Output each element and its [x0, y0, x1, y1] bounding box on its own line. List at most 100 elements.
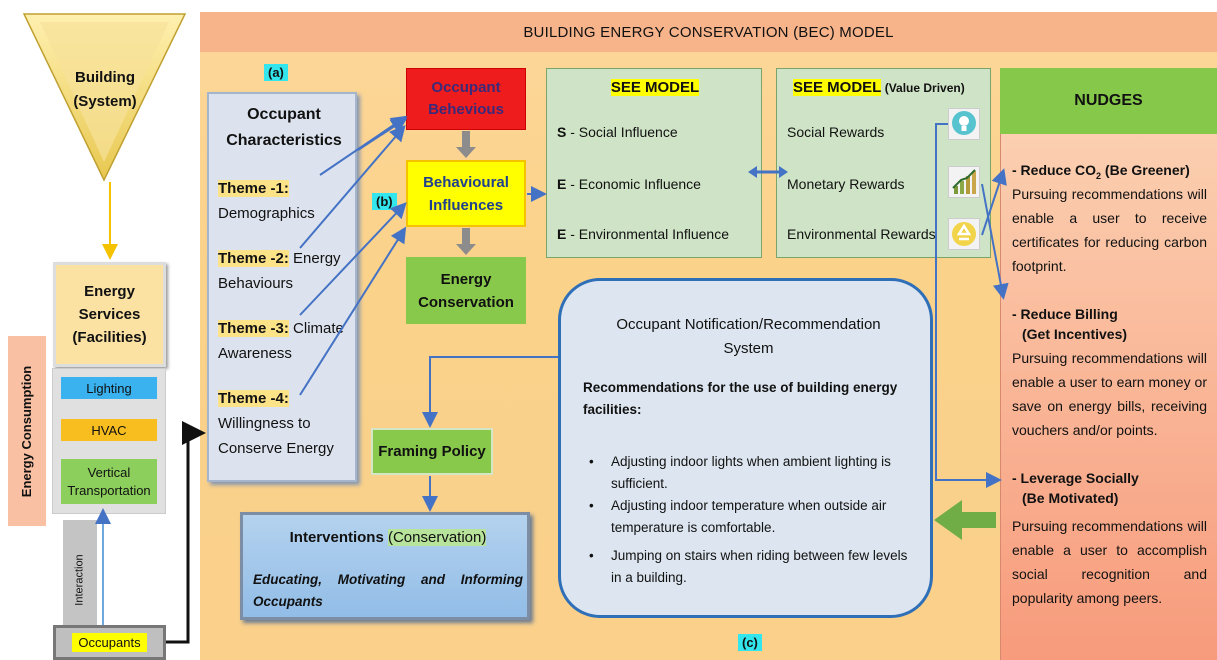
nudge-3-heading: - Leverage Socially (Be Motivated)	[1012, 468, 1139, 508]
ec-line2: Conservation	[418, 293, 514, 311]
theme-3-head: Theme -3:	[218, 320, 289, 337]
theme-2-head: Theme -2:	[218, 250, 289, 267]
behavioural-influences-box: Behavioural Influences	[406, 160, 526, 227]
see-model-box: SEE MODEL S - Social Influence E - Econo…	[546, 68, 762, 258]
occupants-label: Occupants	[72, 633, 147, 652]
reward-monetary: Monetary Rewards	[787, 176, 905, 192]
energy-consumption-label: Energy Consumption	[19, 365, 35, 497]
see-model-title-text: SEE MODEL	[610, 79, 700, 96]
see-item-social: S - Social Influence	[557, 124, 678, 140]
see-item-environmental-text: - Environmental Influence	[566, 226, 729, 242]
see-item-social-letter: S	[557, 124, 567, 140]
nudge-2-head: - Reduce Billing	[1012, 306, 1118, 322]
energy-conservation-box: Energy Conservation	[406, 257, 526, 324]
nudge-3-text: Pursuing recommendations will enable a u…	[1012, 518, 1207, 606]
recommendation-item: •Jumping on stairs when riding between f…	[589, 545, 909, 589]
building-label: Building (System)	[55, 66, 155, 114]
energy-services-line3: (Facilities)	[72, 329, 147, 346]
nudge-2-heading: - Reduce Billing (Get Incentives)	[1012, 304, 1127, 344]
see-item-economic-letter: E	[557, 176, 567, 192]
see-model-value-title: SEE MODEL (Value Driven)	[793, 79, 993, 96]
theme-2-rest: Energy	[288, 250, 341, 267]
occupant-behaviours-box: Occupant Behevious	[406, 68, 526, 130]
reward-environmental: Environmental Rewards	[787, 226, 936, 242]
recommendation-item: •Adjusting indoor temperature when outsi…	[589, 495, 909, 539]
see-item-social-text: - Social Influence	[566, 124, 678, 140]
bi-line2: Influences	[428, 196, 504, 214]
energy-consumption-label-box: Energy Consumption	[8, 336, 46, 526]
theme-2-line2: Behaviours	[218, 275, 294, 292]
see-model-title: SEE MODEL	[547, 79, 763, 96]
notification-system-box: Occupant Notification/Recommendation Sys…	[558, 278, 933, 618]
occupant-characteristics-box: Occupant Characteristics Theme -1: Demog…	[207, 92, 357, 482]
theme-4-head: Theme -4:	[218, 390, 289, 407]
interaction-label: Interaction	[74, 554, 86, 606]
notification-title-line1: Occupant Notification/Recommendation	[616, 316, 881, 333]
recycle-icon	[948, 218, 980, 250]
interventions-title-text: Interventions	[289, 529, 384, 546]
notification-title-line2: System	[723, 340, 774, 357]
nudge-2-text: Pursuing recommendations will enable a u…	[1012, 350, 1207, 438]
facility-lighting: Lighting	[61, 377, 157, 399]
growth-chart-icon	[948, 166, 980, 198]
nudge-3-head2: (Be Motivated)	[1022, 490, 1119, 506]
label-c: (c)	[738, 634, 762, 651]
theme-2: Theme -2: Energy Behaviours	[218, 246, 358, 296]
building-triangle-shape	[22, 13, 187, 182]
facility-vertical-line2: Transportation	[67, 482, 151, 498]
nudge-1-text: Pursuing recommendations will enable a u…	[1012, 186, 1207, 274]
theme-4: Theme -4: Willingness to Conserve Energy	[218, 386, 358, 461]
see-model-value-title-text: SEE MODEL	[793, 79, 882, 96]
theme-3: Theme -3: Climate Awareness	[218, 316, 358, 366]
interventions-title: Interventions (Conservation)	[243, 529, 533, 546]
recommendation-1: Adjusting indoor lights when ambient lig…	[611, 454, 891, 491]
lightbulb-icon	[948, 108, 980, 140]
interventions-box: Interventions (Conservation) Educating, …	[240, 512, 530, 620]
nudges-panel	[1000, 134, 1217, 660]
see-item-environmental: E - Environmental Influence	[557, 226, 729, 242]
notification-title: Occupant Notification/Recommendation Sys…	[561, 313, 936, 361]
see-item-economic-text: - Economic Influence	[566, 176, 701, 192]
label-a: (a)	[264, 64, 288, 81]
occupants-to-characteristics-arrow	[166, 421, 206, 644]
nudge-1-head2: (Be Greener)	[1101, 162, 1190, 178]
oc-title-line1: Occupant	[247, 106, 321, 123]
bi-line1: Behavioural	[423, 173, 509, 191]
nudges-title: NUDGES	[1000, 68, 1217, 134]
reward-social: Social Rewards	[787, 124, 885, 140]
see-item-environmental-letter: E	[557, 226, 567, 242]
nudge-1-head: - Reduce CO	[1012, 162, 1097, 178]
occupant-characteristics-title: Occupant Characteristics	[209, 102, 359, 154]
facility-vertical-transportation: Vertical Transportation	[61, 459, 157, 504]
ob-line1: Occupant	[431, 79, 501, 96]
theme-4-line2: Willingness to	[218, 415, 311, 432]
facility-hvac: HVAC	[61, 419, 157, 441]
building-title: Building	[75, 69, 135, 86]
recommendation-3: Jumping on stairs when riding between fe…	[611, 548, 908, 585]
facilities-box: Lighting HVAC Vertical Transportation	[52, 368, 166, 514]
nudge-1-heading: - Reduce CO2 (Be Greener)	[1012, 160, 1190, 186]
ob-line2: Behevious	[428, 101, 504, 118]
interventions-text: Educating, Motivating and Informing Occu…	[253, 572, 523, 609]
theme-3-line2: Awareness	[218, 345, 292, 362]
energy-services-line2: Services	[78, 306, 141, 323]
theme-1-head: Theme -1:	[218, 180, 289, 197]
label-b: (b)	[372, 193, 397, 210]
recommendation-2: Adjusting indoor temperature when outsid…	[611, 498, 887, 535]
energy-services-box: Energy Services (Facilities)	[53, 262, 166, 367]
interventions-highlight: (Conservation)	[387, 529, 487, 546]
energy-services-line1: Energy	[84, 283, 135, 300]
model-title: BUILDING ENERGY CONSERVATION (BEC) MODEL	[200, 12, 1217, 52]
nudge-1-sub: 2	[1096, 170, 1102, 181]
nudge-2-head2: (Get Incentives)	[1022, 326, 1128, 342]
theme-3-rest: Climate	[288, 320, 344, 337]
theme-1: Theme -1: Demographics	[218, 176, 358, 226]
nudge-3-head: - Leverage Socially	[1012, 470, 1139, 486]
facility-vertical-line1: Vertical	[87, 464, 131, 480]
see-model-value-suffix: (Value Driven)	[881, 81, 965, 95]
ec-line1: Energy	[440, 270, 492, 288]
theme-1-line2: Demographics	[218, 205, 315, 222]
recommendation-item: •Adjusting indoor lights when ambient li…	[589, 451, 909, 495]
framing-policy-box: Framing Policy	[371, 428, 493, 475]
oc-title-line2: Characteristics	[226, 132, 342, 149]
